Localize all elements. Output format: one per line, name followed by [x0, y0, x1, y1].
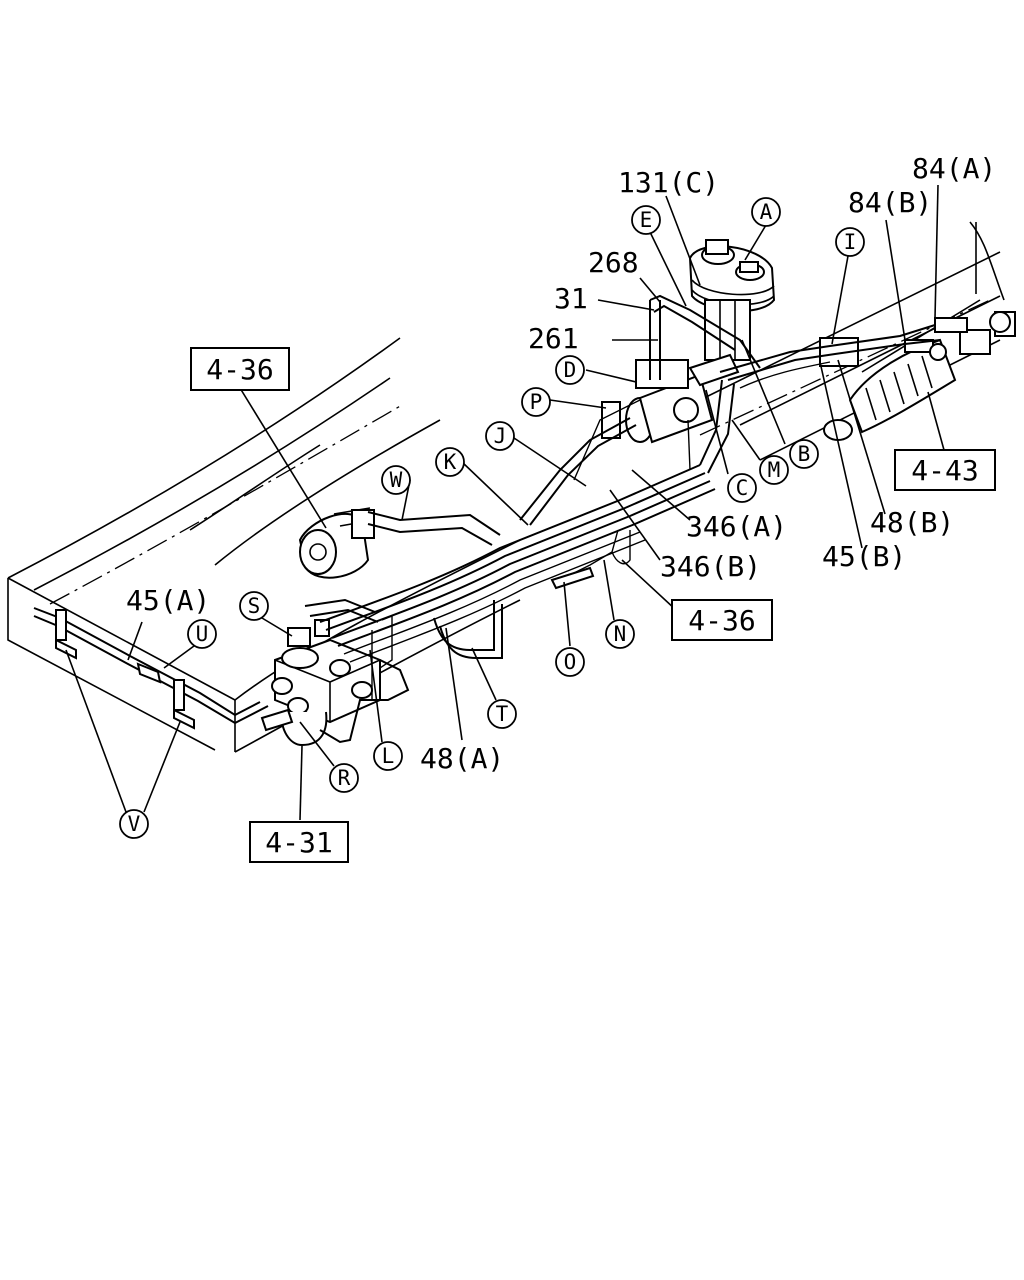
callout-e: E [631, 205, 661, 235]
callout-l: L [373, 741, 403, 771]
svg-text:N: N [614, 622, 627, 646]
ref-label-4-31: 4-31 [265, 826, 332, 859]
callout-w: W [381, 465, 411, 495]
ref-label-4-43: 4-43 [911, 454, 978, 487]
label-45b: 45(B) [822, 540, 906, 573]
hydraulic-unit [260, 619, 381, 747]
callout-u: U [187, 619, 217, 649]
master-cylinder-reservoir [601, 239, 776, 444]
callout-o: O [555, 647, 585, 677]
rear-components [819, 311, 1016, 441]
svg-text:R: R [338, 766, 351, 790]
svg-text:L: L [382, 744, 395, 768]
label-261: 261 [528, 322, 579, 355]
callout-d: D [555, 355, 585, 385]
svg-text:B: B [798, 442, 811, 466]
svg-text:P: P [530, 390, 543, 414]
callout-c: C [727, 473, 757, 503]
svg-text:U: U [196, 622, 209, 646]
callout-m: M [759, 455, 789, 485]
label-346b: 346(B) [660, 550, 761, 583]
part-number-labels: 131(C) 84(A) 84(B) 268 31 261 346(A) 346… [126, 152, 996, 775]
svg-text:S: S [248, 594, 261, 618]
ref-box-4-31: 4-31 [249, 821, 349, 863]
svg-text:W: W [390, 468, 403, 492]
callout-t: T [487, 699, 517, 729]
ref-box-4-43: 4-43 [894, 449, 996, 491]
label-48a: 48(A) [420, 742, 504, 775]
leader-lines [65, 184, 945, 821]
label-131c: 131(C) [618, 166, 719, 199]
svg-text:O: O [564, 650, 577, 674]
callout-s: S [239, 591, 269, 621]
callout-r: R [329, 763, 359, 793]
svg-text:C: C [736, 476, 749, 500]
callout-i: I [835, 227, 865, 257]
ref-box-4-36-top: 4-36 [190, 347, 290, 391]
svg-text:A: A [760, 200, 773, 224]
ref-label-4-36-mid: 4-36 [688, 604, 755, 637]
label-346a: 346(A) [686, 510, 787, 543]
callout-p: P [521, 387, 551, 417]
ref-label-4-36-top: 4-36 [206, 353, 273, 386]
ref-box-4-36-mid: 4-36 [671, 599, 773, 641]
label-31: 31 [554, 282, 588, 315]
callout-v: V [119, 809, 149, 839]
svg-text:M: M [768, 458, 781, 482]
label-48b: 48(B) [870, 506, 954, 539]
pipe-harness [33, 294, 941, 744]
callout-j: J [485, 421, 515, 451]
label-45a: 45(A) [126, 584, 210, 617]
label-84a: 84(A) [912, 152, 996, 185]
callout-n: N [605, 619, 635, 649]
svg-text:K: K [444, 450, 457, 474]
svg-text:D: D [564, 358, 577, 382]
callout-k: K [435, 447, 465, 477]
callout-letters: A E I D P J K W B M C S U N O T L R V [119, 197, 865, 839]
label-268: 268 [588, 246, 639, 279]
abs-pump-motor [298, 507, 375, 579]
svg-text:T: T [496, 702, 509, 726]
svg-text:E: E [640, 208, 653, 232]
svg-text:I: I [844, 230, 857, 254]
callout-b: B [789, 439, 819, 469]
label-84b: 84(B) [848, 186, 932, 219]
callout-a: A [751, 197, 781, 227]
svg-text:V: V [128, 812, 141, 836]
svg-text:J: J [494, 424, 507, 448]
